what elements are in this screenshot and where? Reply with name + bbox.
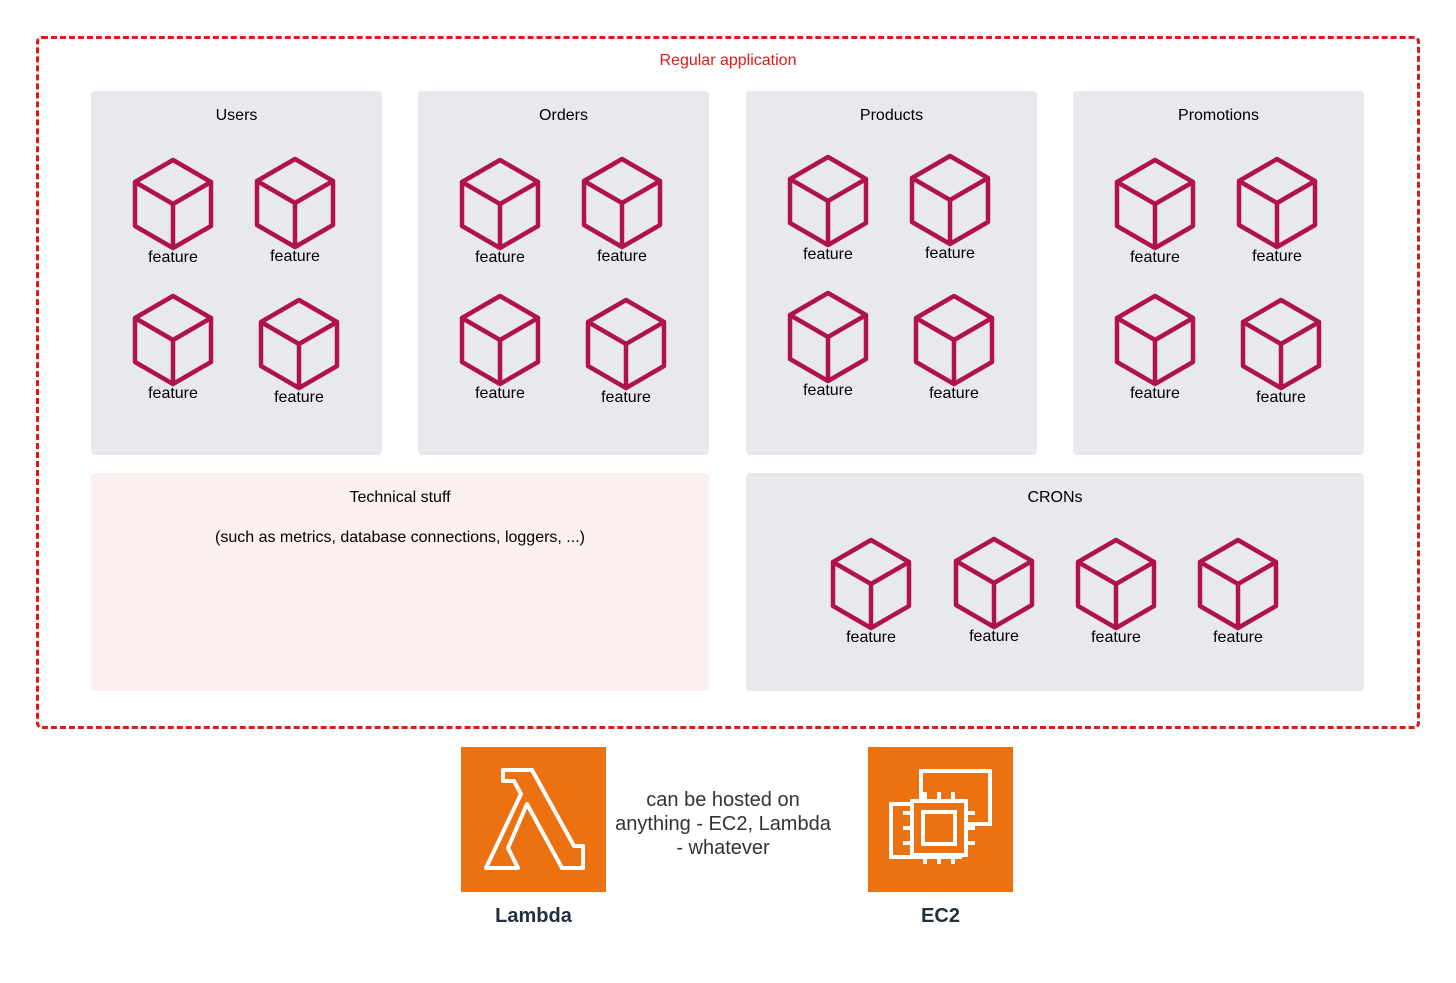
cube-icon [1114,157,1196,251]
technical-subtitle: (such as metrics, database connections, … [215,529,585,546]
cube-icon [1114,293,1196,387]
feature-node: feature [1105,293,1205,403]
feature-label: feature [1130,385,1180,402]
feature-node: feature [450,157,550,267]
feature-node: feature [1227,156,1327,266]
feature-label: feature [969,628,1019,645]
feature-node: feature [778,154,878,264]
cube-icon [132,293,214,387]
feature-label: feature [148,385,198,402]
cube-icon [1236,156,1318,250]
feature-node: feature [249,297,349,407]
lambda-icon [461,747,606,892]
cube-icon [258,297,340,391]
feature-node: feature [944,536,1044,646]
feature-node: feature [904,293,1004,403]
feature-node: feature [572,156,672,266]
domain-title: Products [859,107,924,124]
crons-panel: CRONs feature feature feature feature [746,473,1364,691]
cube-icon [581,156,663,250]
feature-label: feature [1130,249,1180,266]
cube-icon [1240,297,1322,391]
feature-label: feature [1252,248,1302,265]
feature-label: feature [597,248,647,265]
cube-icon [953,536,1035,630]
cube-icon [459,157,541,251]
domain-users: Users feature feature feature feature [91,91,382,455]
domain-title: Promotions [1178,107,1259,124]
feature-label: feature [803,382,853,399]
feature-label: feature [1091,629,1141,646]
cube-icon [787,154,869,248]
feature-node: feature [576,297,676,407]
technical-title: Technical stuff [349,489,451,506]
feature-label: feature [475,249,525,266]
cube-icon [830,537,912,631]
feature-node: feature [1105,157,1205,267]
cube-icon [459,293,541,387]
application-boundary [36,36,1420,729]
cube-icon [254,156,336,250]
feature-label: feature [929,385,979,402]
crons-title: CRONs [1027,489,1083,506]
feature-label: feature [1256,389,1306,406]
feature-node: feature [1066,537,1166,647]
domain-title: Users [215,107,258,124]
feature-node: feature [1188,537,1288,647]
domain-promotions: Promotions feature feature feature featu… [1073,91,1364,455]
feature-node: feature [450,293,550,403]
feature-label: feature [270,248,320,265]
feature-node: feature [1231,297,1331,407]
cube-icon [787,290,869,384]
feature-node: feature [245,156,345,266]
feature-label: feature [475,385,525,402]
cube-icon [585,297,667,391]
cube-icon [913,293,995,387]
hosting-note: can be hosted on anything - EC2, Lambda … [615,789,831,859]
feature-label: feature [846,629,896,646]
feature-node: feature [900,153,1000,263]
cube-icon [1197,537,1279,631]
ec2-chip-icon [868,747,1013,892]
cube-icon [1075,537,1157,631]
cube-icon [909,153,991,247]
domain-products: Products feature feature feature feature [746,91,1037,455]
feature-label: feature [274,389,324,406]
feature-node: feature [778,290,878,400]
domain-orders: Orders feature feature feature feature [418,91,709,455]
feature-label: feature [148,249,198,266]
feature-node: feature [123,157,223,267]
feature-label: feature [1213,629,1263,646]
technical-panel: Technical stuff (such as metrics, databa… [91,473,709,691]
lambda-label: Lambda [495,905,572,927]
feature-label: feature [925,245,975,262]
feature-node: feature [821,537,921,647]
domain-title: Orders [539,107,588,124]
feature-node: feature [123,293,223,403]
application-title: Regular application [659,52,797,69]
ec2-label: EC2 [921,905,960,927]
cube-icon [132,157,214,251]
feature-label: feature [601,389,651,406]
feature-label: feature [803,246,853,263]
